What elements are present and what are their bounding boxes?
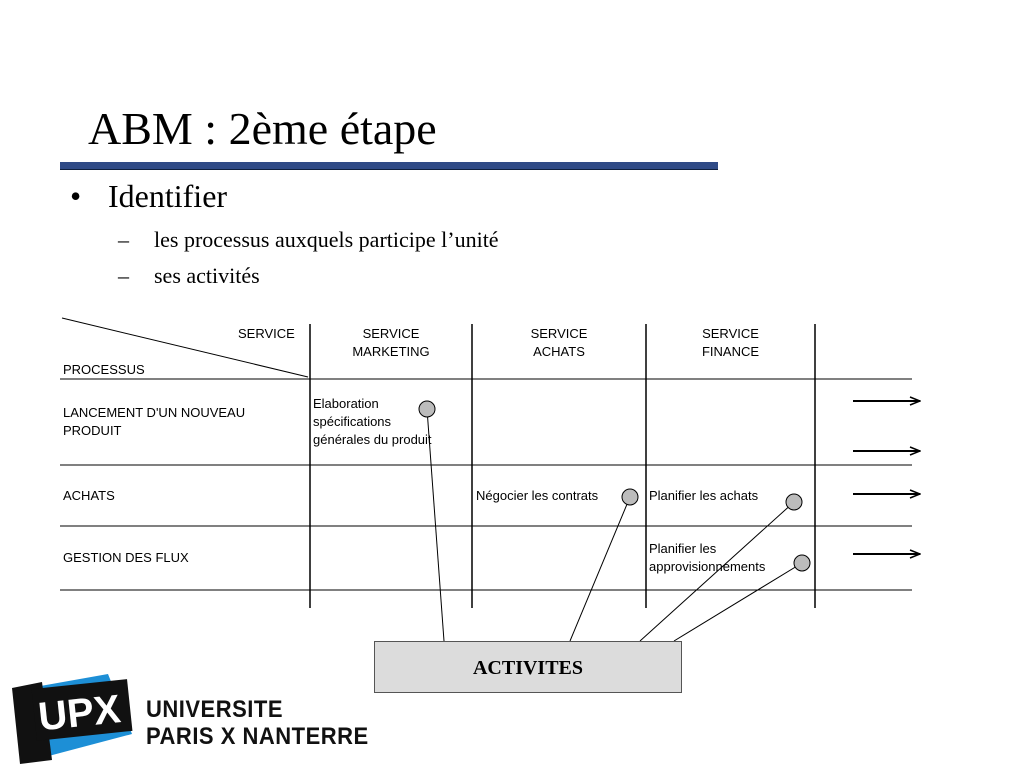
- bullet-dot: •: [70, 178, 82, 214]
- connector-line: [673, 562, 803, 642]
- cell-elaboration: Elaboration spécifications générales du …: [313, 396, 432, 447]
- row-label-gestion-flux: GESTION DES FLUX: [63, 550, 189, 565]
- subbullet-text: ses activités: [154, 263, 260, 288]
- slide-title: ABM : 2ème étape: [88, 103, 437, 154]
- column-header-finance: SERVICE FINANCE: [701, 326, 760, 359]
- logo-line-paris-nanterre: PARIS X NANTERRE: [146, 722, 369, 750]
- subbullet-text: les processus auxquels participe l’unité: [154, 227, 499, 252]
- activity-marker: [418, 400, 436, 418]
- dash-glyph: –: [118, 227, 129, 252]
- activity-marker: [621, 488, 639, 506]
- activites-box: ACTIVITES: [374, 641, 682, 693]
- cell-negocier-contrats: Négocier les contrats: [476, 488, 599, 503]
- logo-line-universite: UNIVERSITE: [146, 695, 284, 723]
- upx-logo-icon: UPX: [12, 674, 133, 764]
- activity-marker: [793, 554, 811, 572]
- cell-planifier-approvisionnements: Planifier les approvisionnements: [649, 541, 766, 574]
- title-underline: [60, 162, 718, 170]
- corner-processus-label: PROCESSUS: [63, 362, 145, 377]
- cell-planifier-achats: Planifier les achats: [649, 488, 759, 503]
- connector-line: [426, 408, 445, 642]
- corner-service-label: SERVICE: [238, 326, 295, 341]
- row-label-achats: ACHATS: [63, 488, 115, 503]
- activity-marker: [785, 493, 803, 511]
- bullet-text: Identifier: [108, 178, 228, 214]
- subbullet-activites: –ses activités: [118, 263, 260, 289]
- column-header-marketing: SERVICE MARKETING: [352, 326, 430, 359]
- row-label-lancement: LANCEMENT D'UN NOUVEAU PRODUIT: [63, 405, 246, 438]
- column-header-achats: SERVICE ACHATS: [530, 326, 588, 359]
- dash-glyph: –: [118, 263, 129, 288]
- bullet-identifier: • Identifier: [70, 178, 227, 215]
- svg-text:UPX: UPX: [36, 687, 123, 739]
- connector-line: [569, 496, 631, 642]
- subbullet-processus: –les processus auxquels participe l’unit…: [118, 227, 499, 253]
- corner-diagonal: [61, 317, 309, 378]
- connector-line: [639, 501, 795, 642]
